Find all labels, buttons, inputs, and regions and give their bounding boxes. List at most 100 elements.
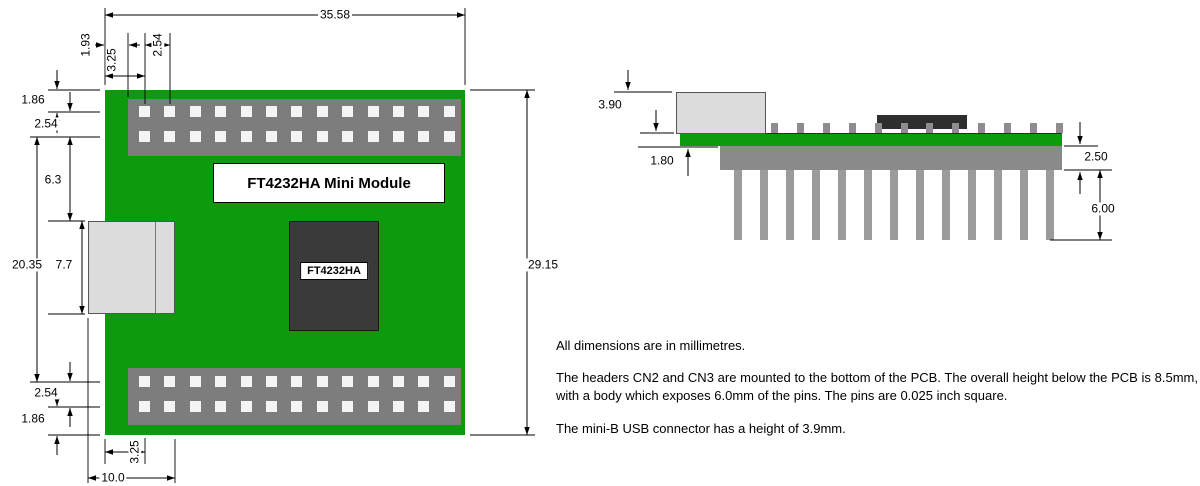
pin-sq — [240, 131, 252, 142]
pin-long — [994, 170, 1002, 240]
pin-sq — [164, 376, 176, 387]
pin-row-cn3-inner — [139, 376, 455, 387]
pin-long — [786, 170, 794, 240]
pin-sq — [189, 401, 201, 412]
pin-sq — [393, 401, 405, 412]
ft4232ha-chip: FT4232HA — [289, 221, 379, 331]
dim-row-to-usb: 6.3 — [42, 172, 64, 187]
pin-sq — [215, 131, 227, 142]
pin-sq — [443, 131, 455, 142]
stub — [848, 123, 856, 133]
stub — [1030, 123, 1038, 133]
pin-sq — [342, 106, 354, 117]
dim-usb-overhang: 1.93 — [78, 31, 93, 59]
dim-overall-width: 35.58 — [317, 7, 353, 22]
pin-sq — [266, 106, 278, 117]
pin-row-cn2-inner — [139, 131, 455, 142]
pin-sq — [189, 131, 201, 142]
dim-usb-height-side: 3.90 — [596, 97, 624, 112]
pin-sq — [240, 106, 252, 117]
pin-sq — [139, 401, 150, 412]
pin-sq — [164, 401, 176, 412]
dim-overall-height: 29.15 — [525, 257, 561, 272]
stub — [1004, 123, 1012, 133]
dim-edge-to-row: 1.86 — [19, 92, 47, 107]
note-usb: The mini-B USB connector has a height of… — [556, 420, 846, 436]
pin-sq — [291, 376, 303, 387]
pin-sq — [393, 376, 405, 387]
pin-sq — [393, 131, 405, 142]
pin-sq — [215, 376, 227, 387]
pin-sq — [291, 401, 303, 412]
pin-sq — [266, 131, 278, 142]
pin-sq — [342, 401, 354, 412]
pin-sq — [139, 131, 150, 142]
pin-long — [864, 170, 872, 240]
usb-connector-side-view — [676, 92, 766, 134]
dim-usb-body-height: 7.7 — [53, 257, 75, 272]
pin-sq — [164, 106, 176, 117]
pin-sq — [266, 401, 278, 412]
pin-long — [760, 170, 768, 240]
pin-sq — [215, 106, 227, 117]
dim-pin-pitch-top: 2.54 — [150, 31, 165, 59]
dim-pin-col-inset-top: 3.25 — [104, 46, 119, 74]
pin-sq — [164, 131, 176, 142]
usb-connector-seam — [155, 222, 156, 313]
pin-stub-row-side-view — [771, 123, 1063, 133]
note-headers: The headers CN2 and CN3 are mounted to t… — [556, 370, 1198, 404]
pin-sq — [139, 106, 150, 117]
pin-sq — [367, 376, 379, 387]
pin-sq — [316, 131, 328, 142]
dim-pin-col-inset-bottom: 3.25 — [127, 438, 142, 466]
pin-sq — [418, 376, 430, 387]
note-units: All dimensions are in millimetres. — [556, 338, 746, 353]
stub — [926, 123, 934, 133]
pin-sq — [342, 131, 354, 142]
pin-sq — [316, 401, 328, 412]
pin-sq — [367, 401, 379, 412]
pin-sq — [316, 106, 328, 117]
dim-row-pitch-bottom: 2.54 — [32, 385, 60, 400]
stub — [978, 123, 986, 133]
pin-sq — [139, 376, 150, 387]
pin-sq — [443, 376, 455, 387]
dim-row-to-edge-bottom: 1.86 — [19, 411, 47, 426]
dim-header-body-height: 2.50 — [1082, 149, 1110, 164]
pin-sq — [367, 131, 379, 142]
pin-sq — [367, 106, 379, 117]
pin-sq — [393, 106, 405, 117]
pin-sq — [266, 376, 278, 387]
dim-row-pitch-left: 2.54 — [32, 116, 60, 131]
module-label: FT4232HA Mini Module — [247, 174, 411, 192]
notes-block: All dimensions are in millimetres. The h… — [556, 337, 1198, 452]
pin-sq — [342, 376, 354, 387]
header-pin-row-side-view — [734, 170, 1054, 240]
pcb-side-view — [680, 133, 1062, 146]
module-label-box: FT4232HA Mini Module — [213, 163, 445, 203]
pin-long — [812, 170, 820, 240]
pin-sq — [316, 376, 328, 387]
pin-sq — [443, 106, 455, 117]
stub — [822, 123, 830, 133]
dim-row-span: 20.35 — [9, 257, 45, 272]
dim-pin-exposed-length: 6.00 — [1089, 201, 1117, 216]
pin-long — [838, 170, 846, 240]
pin-sq — [418, 131, 430, 142]
pin-row-cn3-outer — [139, 401, 455, 412]
pin-long — [734, 170, 742, 240]
pin-sq — [418, 401, 430, 412]
pin-long — [1046, 170, 1054, 240]
pin-sq — [418, 106, 430, 117]
pin-sq — [291, 131, 303, 142]
stub — [796, 123, 804, 133]
pin-sq — [291, 106, 303, 117]
pin-long — [916, 170, 924, 240]
pin-long — [942, 170, 950, 240]
pin-sq — [443, 401, 455, 412]
pin-sq — [240, 376, 252, 387]
pin-long — [1020, 170, 1028, 240]
pin-long — [968, 170, 976, 240]
pin-long — [890, 170, 898, 240]
